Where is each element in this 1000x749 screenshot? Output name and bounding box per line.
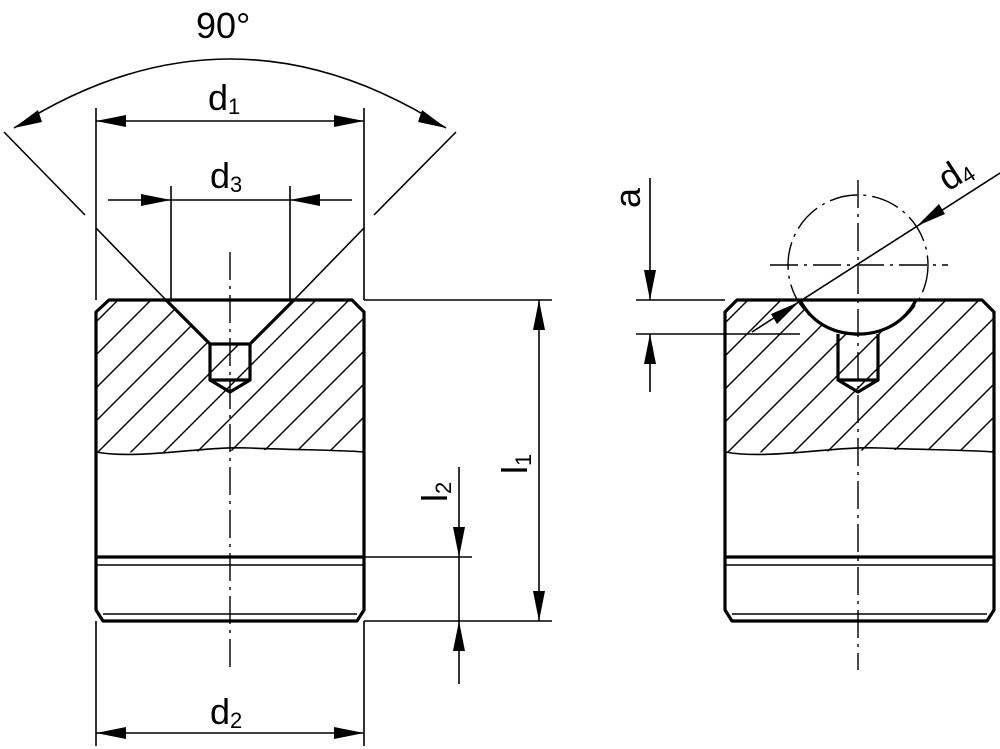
right-view: a d4 — [555, 147, 1000, 670]
d1-arrow-right — [334, 115, 364, 127]
d2-label: d2 — [210, 691, 242, 733]
l2-arrow-bottom — [453, 621, 465, 651]
hatch-line — [353, 300, 364, 453]
d2-arrow-right — [334, 727, 364, 739]
angle-ext-left — [3, 131, 86, 216]
hatch-line — [0, 295, 90, 460]
l1-arrow-bottom — [533, 591, 545, 621]
hatch-line — [725, 300, 754, 453]
hatch-line — [221, 300, 364, 453]
hatch-line — [818, 300, 985, 453]
hatch-line — [851, 300, 994, 453]
a-arrow-bottom — [644, 334, 656, 364]
l2-arrow-top — [453, 527, 465, 557]
hatch-line — [725, 300, 820, 453]
d3-label: d3 — [210, 155, 242, 197]
hatch-line — [884, 300, 994, 453]
hatch-line — [287, 300, 364, 453]
d3-arrow-left — [141, 194, 171, 206]
d4-arrow-outer — [917, 204, 945, 226]
d4-arrow-inner — [771, 302, 799, 324]
d4-label: d4 — [930, 147, 980, 200]
right-body-outline — [723, 298, 996, 623]
hatch-line — [950, 300, 994, 453]
hatch-line — [188, 300, 355, 453]
hatch-line — [96, 300, 223, 453]
angle-leg-left — [95, 227, 167, 301]
hatch-line — [555, 295, 720, 460]
a-label: a — [607, 187, 648, 208]
angle-arrow-right — [418, 110, 446, 128]
l1-arrow-top — [533, 300, 545, 330]
d2-arrow-left — [96, 727, 126, 739]
hatch-line — [254, 300, 364, 453]
hatch-line — [122, 300, 289, 453]
a-arrow-top — [644, 270, 656, 300]
hatch-line — [96, 300, 190, 453]
hatch-line — [96, 300, 157, 453]
hatch-line — [155, 300, 322, 453]
hatch-line — [96, 300, 124, 453]
angle-leg-right — [293, 227, 365, 301]
right-break-line — [724, 447, 995, 456]
angle-arc — [13, 58, 447, 129]
angle-ext-right — [373, 131, 457, 216]
left-body-outline — [94, 298, 366, 623]
hatch-line — [725, 300, 787, 453]
d3-arrow-right — [290, 194, 320, 206]
left-break-line — [95, 447, 365, 456]
left-section-hatching — [0, 295, 364, 460]
d1-label: d1 — [208, 77, 240, 119]
l1-label: l1 — [494, 454, 536, 474]
l2-label: l2 — [414, 482, 456, 502]
hatch-line — [725, 300, 853, 453]
hatch-line — [725, 300, 886, 453]
d1-arrow-left — [96, 115, 126, 127]
hatch-line — [320, 300, 364, 453]
angle-arrow-left — [14, 110, 42, 128]
hatch-line — [785, 300, 952, 453]
angle-label: 90° — [196, 5, 250, 46]
hatch-line — [917, 300, 994, 453]
left-view: 90° d1 d3 d2 l1 l2 — [0, 5, 552, 746]
